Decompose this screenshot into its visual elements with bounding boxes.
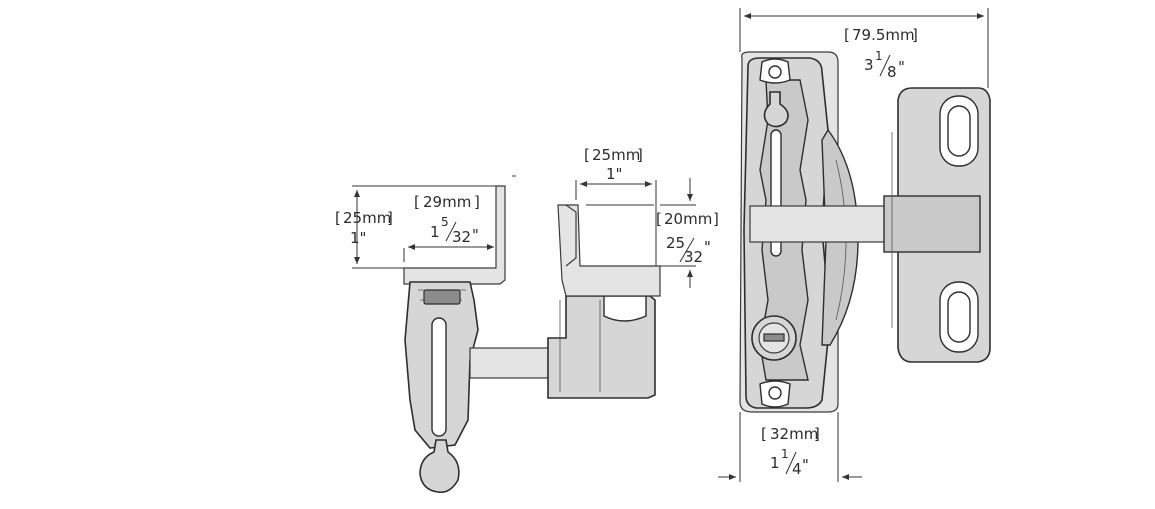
body-den: 4 — [792, 460, 802, 478]
svg-text:[: [ — [584, 146, 590, 164]
offset-unit: " — [472, 226, 479, 244]
svg-text:]: ] — [713, 210, 719, 228]
overall-num: 1 — [875, 49, 883, 63]
post-width-inch: 1" — [606, 165, 622, 183]
post-width-mm: 25mm — [592, 146, 640, 164]
post-height-den: 32 — [684, 248, 703, 266]
post-height-unit: " — [704, 238, 711, 256]
svg-text:[: [ — [335, 209, 341, 227]
dim-body-width: [ 32mm ] 1 1 4 " — [718, 412, 862, 482]
svg-text:[: [ — [761, 425, 767, 443]
dim-post-width: [ 25mm ] 1" — [575, 146, 657, 266]
height-left-inch: 1" — [350, 229, 366, 247]
post-height-num: 25 — [666, 234, 685, 252]
side-view-latch — [403, 175, 661, 494]
dim-overall-width: [ 79.5mm ] 3 1 8 " — [739, 8, 989, 88]
height-left-mm: 25mm — [343, 209, 391, 227]
body-num: 1 — [781, 447, 789, 461]
dim-height-left: [ 25mm ] 1" — [335, 185, 496, 269]
body-unit: " — [802, 456, 809, 474]
overall-unit: " — [898, 58, 905, 76]
svg-text:]: ] — [912, 26, 918, 44]
dim-post-height: [ 20mm ] 25 32 " — [656, 178, 719, 288]
offset-num: 5 — [441, 215, 449, 229]
svg-text:[: [ — [414, 193, 420, 211]
post-height-mm: 20mm — [664, 210, 712, 228]
svg-text:]: ] — [637, 146, 643, 164]
offset-den: 32 — [452, 228, 471, 246]
offset-mm: 29mm — [423, 193, 471, 211]
svg-text:[: [ — [844, 26, 850, 44]
svg-text:]: ] — [814, 425, 820, 443]
body-whole: 1 — [770, 454, 780, 472]
svg-text:[: [ — [656, 210, 662, 228]
svg-text:]: ] — [474, 193, 480, 211]
offset-whole: 1 — [430, 223, 440, 241]
overall-den: 8 — [887, 63, 897, 81]
dim-offset-left: [ 29mm ] 1 5 32 " — [403, 193, 494, 262]
overall-mm: 79.5mm — [852, 26, 915, 44]
body-mm: 32mm — [770, 425, 818, 443]
svg-text:]: ] — [387, 209, 393, 227]
overall-whole: 3 — [864, 56, 874, 74]
front-view-latch — [739, 51, 991, 413]
